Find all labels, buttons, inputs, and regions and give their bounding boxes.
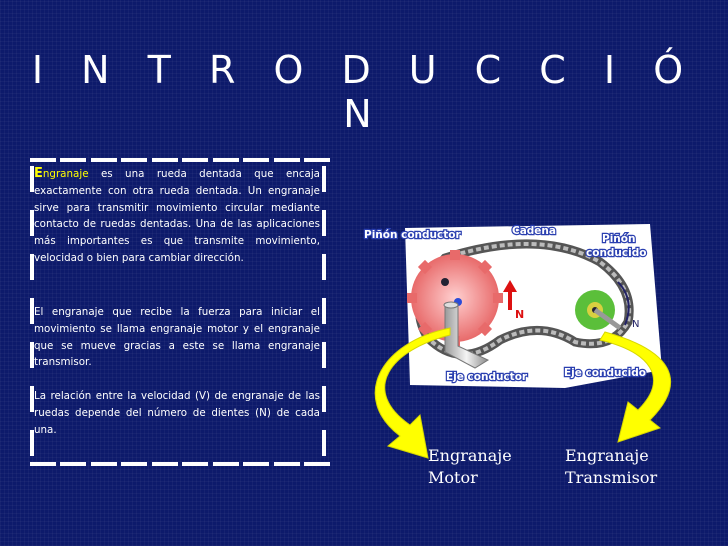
label-eje-conductor: Eje conductor	[446, 371, 528, 383]
chain-drive-diagram: N N Piñón conductor Cadena Piñón conduci…	[363, 224, 671, 459]
highlighted-term: ngranaje	[42, 168, 89, 180]
paragraph-definition: Engranaje es una rueda dentada que encaj…	[34, 166, 320, 267]
paragraph-definition-text: es una rueda dentada que encaja exactame…	[34, 168, 320, 264]
caption-engranaje-transmisor: Engranaje Transmisor	[565, 445, 657, 489]
caption-transmisor-line1: Engranaje	[565, 446, 649, 465]
paragraph-motor-transmisor: El engranaje que recibe la fuerza para i…	[34, 306, 320, 369]
dashed-border-bottom	[30, 462, 330, 468]
drop-cap: E	[34, 166, 43, 181]
label-pinon-conducido-1: Piñón	[602, 233, 635, 245]
caption-engranaje-motor: Engranaje Motor	[428, 445, 512, 489]
yellow-arrow-motor	[374, 327, 451, 459]
caption-motor-line1: Engranaje	[428, 446, 512, 465]
label-cadena: Cadena	[512, 225, 556, 237]
caption-transmisor-line2: Transmisor	[565, 468, 658, 487]
label-pinon-conducido-2: conducido	[586, 247, 646, 259]
dashed-border-left	[30, 166, 35, 456]
yellow-arrow-transmisor	[599, 331, 671, 443]
paragraph-velocity-relation: La relación entre la velocidad (V) de en…	[34, 390, 320, 436]
direction-arrow-driven: N	[617, 281, 639, 330]
label-eje-conducido: Eje conducido	[564, 367, 646, 379]
label-pinon-conductor: Piñón conductor	[364, 229, 461, 241]
direction-arrow-driving: N	[503, 280, 524, 321]
slide-title: I N T R O D U C C I Ó N	[31, 48, 697, 136]
text-box: Engranaje es una rueda dentada que encaj…	[20, 140, 330, 470]
n-label-driving: N	[515, 308, 524, 321]
caption-motor-line2: Motor	[428, 468, 478, 487]
n-label-driven: N	[632, 319, 639, 330]
driven-gear	[575, 290, 622, 331]
dashed-border-right	[322, 166, 327, 456]
dashed-border-top	[30, 158, 330, 164]
driving-gear	[407, 250, 503, 346]
driving-shaft	[443, 301, 490, 369]
